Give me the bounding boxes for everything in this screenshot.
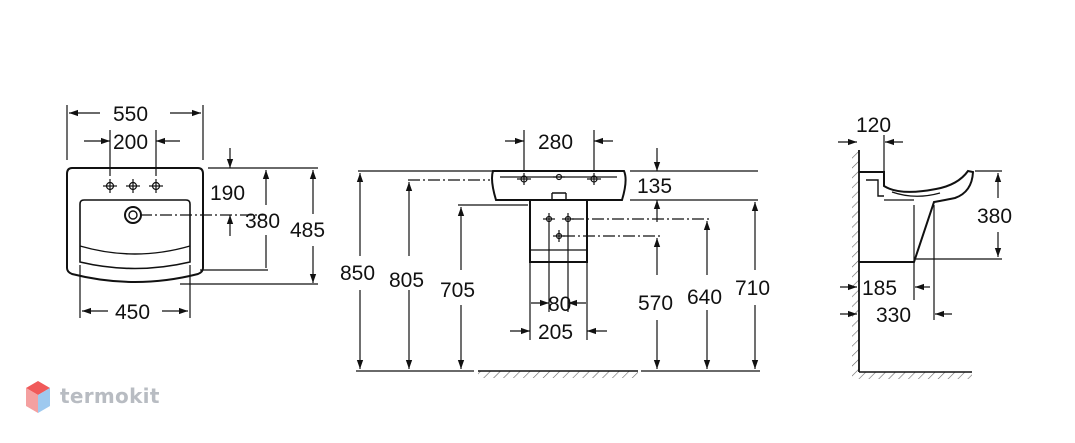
dim-205: 205: [538, 321, 573, 344]
dim-tap-spacing: 200: [113, 131, 148, 154]
hexagon-cube-icon: [26, 381, 50, 413]
dim-waste-offset: 380: [245, 210, 280, 233]
dim-710: 710: [735, 277, 770, 300]
dim-80: 80: [548, 293, 571, 316]
basin-outline-top: [66, 167, 204, 283]
side-wall: [852, 150, 972, 379]
dim-185: 185: [862, 277, 897, 300]
front-view: [491, 170, 627, 263]
tap-holes: [103, 179, 163, 193]
bowl-lip-top: [79, 245, 191, 255]
waste-hole-top: [124, 206, 142, 224]
front-floor: [478, 370, 638, 378]
dim-basin-380: 380: [977, 205, 1012, 228]
brand-logo-text: termokit: [60, 384, 160, 408]
waste-hole-inner: [128, 210, 138, 220]
dim-front-width: 450: [115, 301, 150, 324]
dim-overall-width: 550: [113, 103, 148, 126]
dim-projection-330: 330: [876, 304, 911, 327]
basin-outline-front: [491, 170, 627, 201]
dim-570: 570: [638, 292, 673, 315]
dim-705: 705: [440, 279, 475, 302]
basin-outline-side: [859, 169, 975, 263]
front-view-dims: [356, 130, 760, 372]
dim-640: 640: [687, 286, 722, 309]
dim-tap-offset: 190: [210, 182, 245, 205]
dim-wall-120: 120: [856, 114, 891, 137]
top-view: [66, 167, 204, 283]
dim-rim-135: 135: [637, 175, 672, 198]
bowl-outline-top: [79, 199, 191, 270]
dim-overall-depth: 485: [290, 219, 325, 242]
pedestal-front: [529, 200, 588, 263]
dim-850: 850: [340, 262, 375, 285]
top-view-dims: [66, 105, 318, 318]
side-view-dims: [838, 135, 1002, 320]
side-view: [859, 169, 975, 263]
dim-805: 805: [389, 269, 424, 292]
dim-hole-spacing: 280: [538, 131, 573, 154]
